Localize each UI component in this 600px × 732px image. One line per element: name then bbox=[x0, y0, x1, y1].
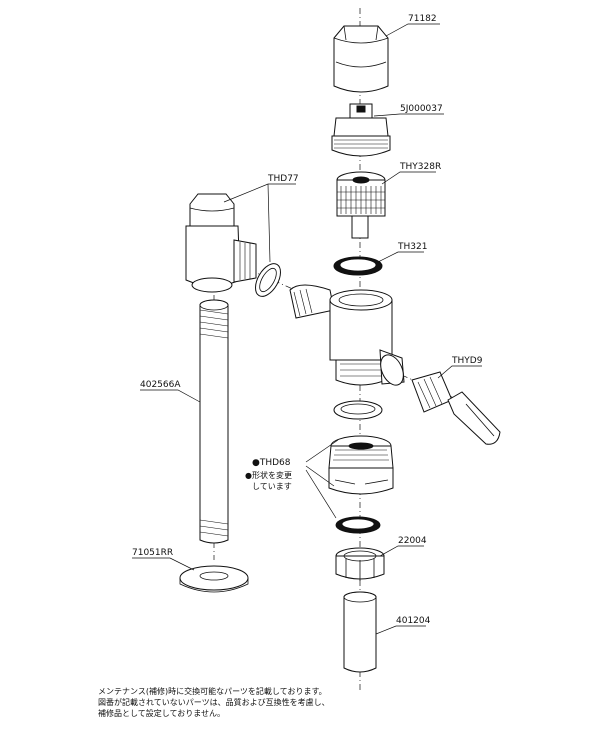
part-71182-cap bbox=[333, 25, 389, 93]
footnote-line-3: 補修品として設定しておりません。 bbox=[98, 708, 225, 718]
label-71051rr: 71051RR bbox=[132, 548, 173, 558]
label-71182: 71182 bbox=[408, 14, 437, 24]
part-th321-o-ring bbox=[333, 256, 383, 276]
part-thd77-angle-valve bbox=[185, 193, 281, 297]
part-71051rr-plate bbox=[179, 565, 249, 593]
part-thy328r-strainer bbox=[336, 171, 386, 239]
leader-lines bbox=[132, 23, 482, 635]
label-401204: 401204 bbox=[396, 616, 431, 626]
footnote: メンテナンス(補修)時に交換可能なパーツを記載しております。 図番が記載されてい… bbox=[98, 686, 330, 718]
label-shape-change-1: ●形状を変更 bbox=[245, 470, 292, 480]
part-22004-nut bbox=[335, 547, 385, 581]
part-labels: 71182 5J000037 THY328R THD77 TH321 THYD9… bbox=[132, 14, 483, 626]
part-thyd9-handle bbox=[411, 371, 501, 445]
part-valve-body bbox=[289, 284, 405, 386]
part-5j000037-cartridge bbox=[331, 103, 391, 157]
label-402566a: 402566A bbox=[140, 380, 181, 390]
part-402566a-pipe bbox=[199, 299, 229, 544]
footnote-line-1: メンテナンス(補修)時に交換可能なパーツを記載しております。 bbox=[98, 686, 327, 696]
label-thy328r: THY328R bbox=[399, 162, 441, 172]
label-22004: 22004 bbox=[398, 536, 427, 546]
label-shape-change-2: しています bbox=[252, 482, 292, 491]
part-upper-gasket bbox=[333, 400, 383, 420]
footnote-line-2: 図番が記載されていないパーツは、品質および互換性を考慮し、 bbox=[98, 697, 330, 707]
part-lower-gasket bbox=[335, 516, 381, 534]
label-thyd9: THYD9 bbox=[451, 356, 483, 366]
part-401204-tube bbox=[343, 591, 377, 673]
part-thd68-vacuum-breaker bbox=[328, 435, 394, 495]
label-th321: TH321 bbox=[397, 242, 427, 252]
label-thd77: THD77 bbox=[267, 174, 299, 184]
label-5j000037: 5J000037 bbox=[400, 104, 443, 114]
label-thd68: ●THD68 bbox=[252, 458, 291, 468]
